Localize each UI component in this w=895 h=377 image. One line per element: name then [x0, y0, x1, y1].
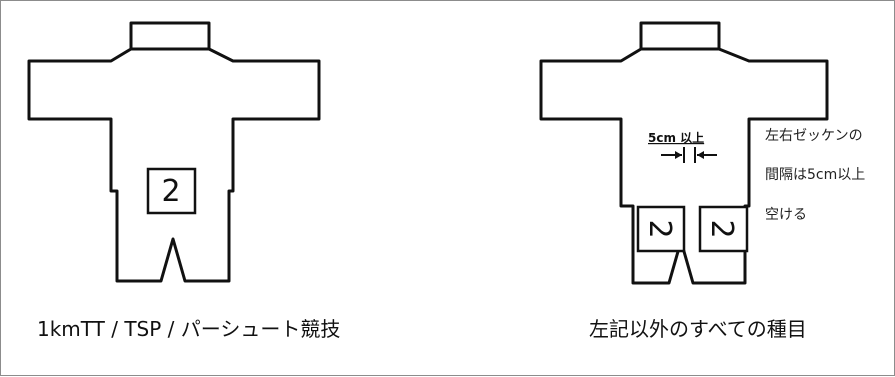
left-number-bib: 2: [146, 167, 197, 215]
dimension-indicator: [661, 147, 717, 163]
note-line-2: 間隔は5cm以上: [765, 167, 865, 183]
right-number-bibs: 2 2: [636, 205, 749, 253]
left-bib-number: 2: [161, 174, 180, 209]
left-caption: 1kmTT / TSP / パーシュート競技: [37, 317, 341, 341]
dimension-label: 5cm 以上: [648, 130, 704, 145]
right-bib-number-left: 2: [642, 219, 677, 238]
right-suit-outline: [539, 21, 829, 285]
right-caption: 左記以外のすべての種目: [589, 317, 807, 341]
note-line-3: 空ける: [765, 207, 807, 223]
note-line-1: 左右ゼッケンの: [765, 128, 863, 144]
right-bib-number-right: 2: [704, 219, 739, 238]
left-suit-outline: [27, 21, 321, 283]
